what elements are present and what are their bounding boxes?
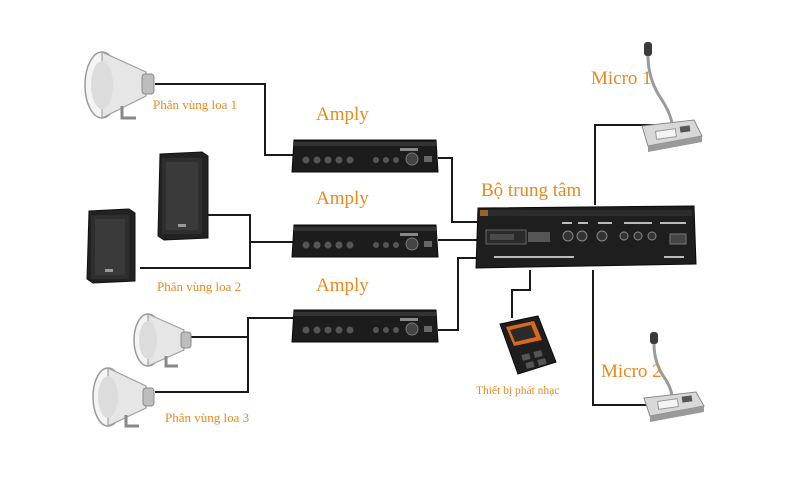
amplifier-icon [291, 139, 439, 173]
wire-speaker3b-amp3 [155, 318, 249, 393]
mixer-icon [475, 205, 697, 269]
wire-amp3-central [438, 257, 478, 331]
horn-speaker-icon [84, 51, 155, 120]
gooseneck-microphone-icon [641, 42, 703, 152]
horn-speaker-icon [92, 367, 155, 428]
zone3-label: Phân vùng loa 3 [165, 410, 250, 425]
zone1-label: Phân vùng loa 1 [153, 97, 238, 112]
zone2-label: Phân vùng loa 2 [157, 279, 242, 294]
wire-speaker3a-amp3 [185, 317, 295, 338]
music-player-icon [499, 315, 557, 375]
horn-speaker-icon [133, 313, 192, 368]
wire-central-player [511, 270, 531, 318]
mic1-label: Micro 1 [591, 68, 652, 89]
player-label: Thiết bị phát nhạc [476, 385, 560, 397]
amplifier-icon [291, 309, 439, 343]
wire-boxspeaker-top-amp2 [208, 214, 295, 243]
amp3-label: Amply [316, 275, 369, 296]
mic2-label: Micro 2 [601, 361, 662, 382]
amp2-label: Amply [316, 188, 369, 209]
amp1-label: Amply [316, 104, 369, 125]
wire-speaker1-amp1 [155, 83, 295, 156]
amplifier-icon [291, 224, 439, 258]
wire-amp1-central [438, 157, 478, 223]
box-speaker-icon [86, 208, 136, 284]
wire-central-mic1 [594, 124, 655, 205]
central-unit-label: Bộ trung tâm [481, 180, 582, 201]
wire-central-mic2 [592, 270, 658, 406]
wire-boxspeaker-bottom-amp2 [140, 242, 251, 269]
gooseneck-microphone-icon [643, 332, 705, 422]
box-speaker-icon [157, 151, 209, 241]
